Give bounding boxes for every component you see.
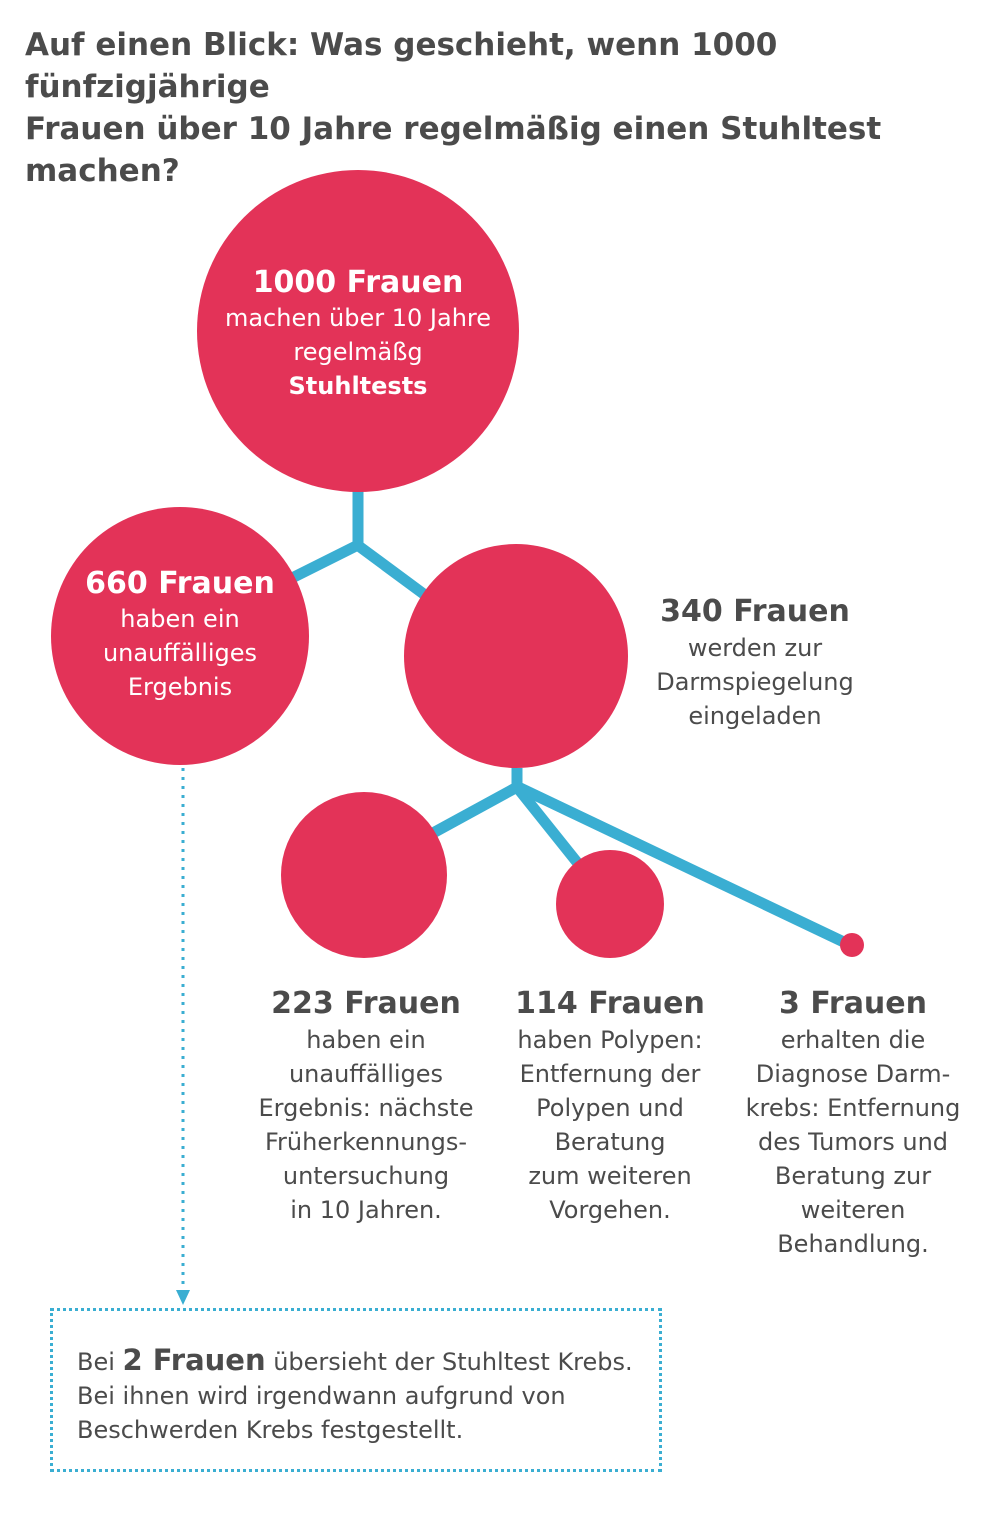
- outcome-223-line-4: Früherkennungs-: [264, 1128, 468, 1156]
- root-line-1: machen über 10 Jahre: [224, 304, 492, 332]
- outcome-114-line-1: haben Polypen:: [517, 1026, 703, 1054]
- title-line-2: Frauen über 10 Jahre regelmäßig einen St…: [25, 111, 882, 189]
- circle-660-women: [51, 507, 309, 765]
- outcome-114-line-5: zum weiteren: [528, 1162, 692, 1190]
- root-line-2: regelmäßg: [293, 338, 423, 366]
- normal-result-line-3: Ergebnis: [127, 673, 233, 701]
- outcome-3-line-3: krebs: Entfernung: [745, 1094, 961, 1122]
- connector-to-114: [511, 782, 585, 870]
- colonoscopy-line-1: werden zur: [687, 634, 823, 662]
- outcome-3-line-5: Beratung zur: [774, 1162, 932, 1190]
- outcome-114-line-6: Vorgehen.: [549, 1196, 671, 1224]
- outcome-223-label: 223 Frauen haben ein unauffälliges Ergeb…: [235, 985, 497, 1227]
- root-line-3: Stuhltests: [288, 372, 428, 400]
- outcome-223-count: 223 Frauen: [271, 986, 461, 1021]
- circles: [51, 170, 864, 958]
- outcome-114-label: 114 Frauen haben Polypen: Entfernung der…: [495, 985, 725, 1227]
- root-count: 1000 Frauen: [252, 265, 464, 300]
- missed-suffix: übersieht der Stuhltest Krebs.: [265, 1348, 633, 1376]
- colonoscopy-line-2: Darmspiegelung: [656, 668, 854, 696]
- colonoscopy-label: 340 Frauen werden zur Darmspiegelung ein…: [625, 593, 885, 733]
- outcome-114-count: 114 Frauen: [515, 986, 705, 1021]
- missed-prefix: Bei: [77, 1348, 123, 1376]
- circle-1000-women: [197, 170, 519, 492]
- connector-to-223: [430, 781, 522, 838]
- connector-to-3: [513, 781, 853, 950]
- outcome-223-line-5: untersuchung: [282, 1162, 450, 1190]
- outcome-114-line-3: Polypen und: [536, 1094, 684, 1122]
- arrow-head-icon: [176, 1290, 190, 1305]
- outcome-3-count: 3 Frauen: [779, 986, 927, 1021]
- missed-count: 2 Frauen: [122, 1343, 266, 1377]
- normal-result-count: 660 Frauen: [85, 566, 275, 601]
- normal-result-line-2: unauffälliges: [102, 639, 258, 667]
- missed-line-1: Bei 2 Frauen übersieht der Stuhltest Kre…: [77, 1343, 633, 1379]
- colonoscopy-count: 340 Frauen: [660, 594, 850, 629]
- outcome-3-line-6: weiteren: [800, 1196, 906, 1224]
- outcome-114-line-2: Entfernung der: [519, 1060, 701, 1088]
- outcome-3-line-2: Diagnose Darm-: [755, 1060, 951, 1088]
- normal-result-line-1: haben ein: [120, 605, 240, 633]
- page-title: Auf einen Blick: Was geschieht, wenn 100…: [25, 24, 985, 192]
- circle-3-women: [840, 933, 864, 957]
- missed-cancer-note-text: Bei 2 Frauen übersieht der Stuhltest Kre…: [77, 1343, 633, 1447]
- outcome-223-line-2: unauffälliges: [288, 1060, 444, 1088]
- circle-114-women: [556, 850, 664, 958]
- missed-cancer-note-box: [50, 1308, 662, 1472]
- root-circle-text: 1000 Frauen machen über 10 Jahre regelmä…: [208, 265, 508, 403]
- circle-340-women: [404, 544, 628, 768]
- dotted-arrow: [176, 768, 190, 1305]
- outcome-3-label: 3 Frauen erhalten die Diagnose Darm- kre…: [728, 985, 978, 1261]
- outcome-3-line-7: Behandlung.: [777, 1230, 929, 1258]
- circle-223-women: [281, 792, 447, 958]
- outcome-223-line-1: haben ein: [306, 1026, 426, 1054]
- outcome-223-line-3: Ergebnis: nächste: [258, 1094, 474, 1122]
- outcome-3-line-4: des Tumors und: [757, 1128, 949, 1156]
- outcome-223-line-6: in 10 Jahren.: [290, 1196, 442, 1224]
- connector-to-340: [352, 539, 429, 600]
- missed-line-2: Bei ihnen wird irgendwann aufgrund von: [77, 1382, 566, 1410]
- missed-line-3: Beschwerden Krebs festgestellt.: [77, 1416, 464, 1444]
- colonoscopy-line-3: eingeladen: [688, 702, 822, 730]
- outcome-3-line-1: erhalten die: [780, 1026, 926, 1054]
- outcome-114-line-4: Beratung: [554, 1128, 666, 1156]
- normal-result-circle-text: 660 Frauen haben ein unauffälliges Ergeb…: [60, 566, 300, 704]
- title-line-1: Auf einen Blick: Was geschieht, wenn 100…: [25, 27, 778, 105]
